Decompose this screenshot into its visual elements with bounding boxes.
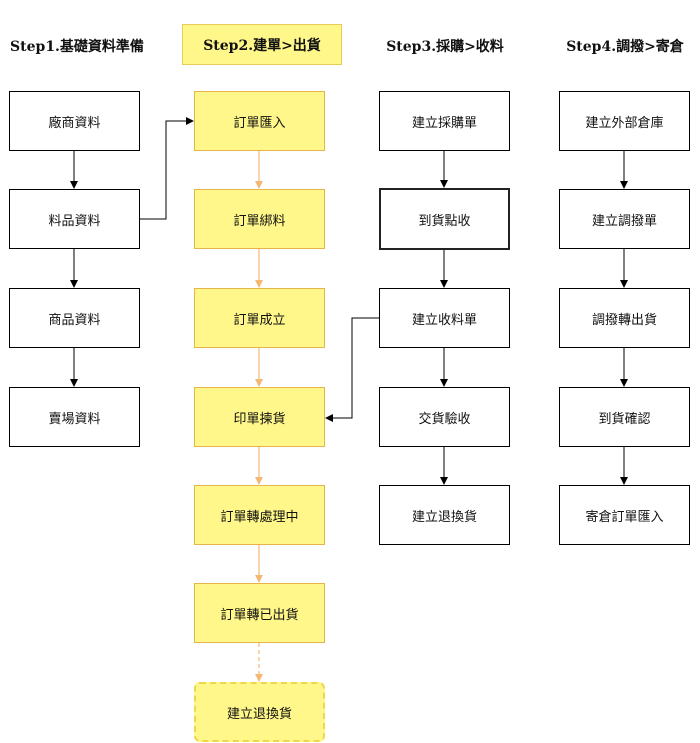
node-create-return-s3[interactable]: 建立退換貨 [379, 485, 510, 545]
node-product-data[interactable]: 商品資料 [9, 288, 140, 348]
node-print-picking[interactable]: 印單揀貨 [194, 387, 325, 447]
step1-title: Step1.基礎資料準備 [10, 39, 144, 55]
arrow-receipt-to-picking [325, 317, 379, 422]
node-transfer-to-shipment[interactable]: 調撥轉出貨 [559, 288, 690, 348]
node-order-established[interactable]: 訂單成立 [194, 288, 325, 348]
node-arrival-count[interactable]: 到貨點收 [379, 188, 510, 250]
node-order-processing[interactable]: 訂單轉處理中 [194, 485, 325, 545]
arrow-material-to-order-import [140, 117, 194, 220]
node-create-purchase-order[interactable]: 建立採購單 [379, 91, 510, 151]
step2-title: Step2.建單>出貨 [182, 24, 342, 65]
node-create-transfer-order[interactable]: 建立調撥單 [559, 189, 690, 249]
step3-title: Step3.採購>收料 [386, 39, 504, 55]
node-order-bind-material[interactable]: 訂單綁料 [194, 189, 325, 249]
node-create-return-s2[interactable]: 建立退換貨 [194, 682, 325, 742]
node-vendor-data[interactable]: 廠商資料 [9, 91, 140, 151]
step4-title: Step4.調撥>寄倉 [566, 39, 684, 55]
node-delivery-inspection[interactable]: 交貨驗收 [379, 387, 510, 447]
node-material-data[interactable]: 料品資料 [9, 189, 140, 249]
node-order-shipped[interactable]: 訂單轉已出貨 [194, 583, 325, 643]
node-store-data[interactable]: 賣場資料 [9, 387, 140, 447]
node-arrival-confirm[interactable]: 到貨確認 [559, 387, 690, 447]
node-order-import[interactable]: 訂單匯入 [194, 91, 325, 151]
node-create-receipt[interactable]: 建立收料單 [379, 288, 510, 348]
node-create-external-warehouse[interactable]: 建立外部倉庫 [559, 91, 690, 151]
node-consignment-order-import[interactable]: 寄倉訂單匯入 [559, 485, 690, 545]
